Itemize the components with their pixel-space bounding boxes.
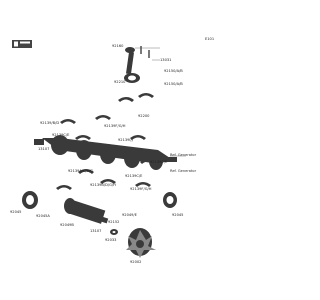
label-92200: 92200	[138, 114, 150, 118]
kawasaki-logo-icon	[12, 40, 32, 48]
bearing-part	[118, 93, 154, 102]
crankshaft-part	[34, 135, 177, 170]
label-92139bd: 92139/B/D	[40, 121, 59, 125]
label-92049e: 92049/E	[122, 213, 138, 217]
washer-part	[110, 229, 118, 235]
label-92033: 92033	[105, 238, 116, 242]
label-92139fgh-b: 92139F/G/H	[130, 187, 152, 191]
page-code: E101	[205, 37, 214, 41]
label-13031: 13031	[160, 58, 171, 62]
label-92150ab-mid: 92150/A/B	[164, 82, 183, 86]
label-92139aceg: 92139A/C/E/G	[68, 169, 93, 173]
bolt-part	[140, 46, 150, 58]
ref-generator-2: Ref. Generator	[170, 169, 197, 173]
label-92045-right: 92045	[172, 213, 183, 217]
gear-shaft-part	[64, 198, 109, 224]
parts-diagram-page: E101 92160 13031 92150/A/B 92210 92150/A…	[10, 37, 215, 264]
label-92139ce-a: 92139C/E	[52, 133, 70, 137]
label-92139fgh: 92139F/G/H	[104, 124, 126, 128]
connecting-rod-part	[124, 47, 140, 83]
ref-generator-1: Ref. Generator	[170, 153, 197, 157]
impeller-part	[126, 228, 156, 258]
label-92150ab-top: 92150/A/B	[164, 69, 183, 73]
label-92210: 92210	[114, 80, 126, 84]
label-92152: 92152	[108, 220, 119, 224]
label-92049b: 92049B	[60, 223, 74, 227]
label-92139ce-b: 92139C/E	[150, 160, 168, 164]
label-92139ij: 92139I/J	[118, 138, 133, 142]
label-13107b: 13107	[90, 229, 101, 233]
label-13107: 13107	[38, 147, 49, 151]
parts-diagram: E101 92160 13031 92150/A/B 92210 92150/A…	[10, 37, 214, 264]
ball-bearing-right-part	[163, 192, 177, 208]
ball-bearing-left-part	[22, 191, 38, 209]
label-92045a: 92045A	[36, 214, 50, 218]
label-92002: 92002	[130, 260, 141, 264]
label-92139ce-c: 92139C/E	[125, 174, 143, 178]
label-92160: 92160	[112, 44, 124, 48]
label-92139bdgh: 92139B/D/G/H	[90, 183, 116, 187]
label-92045-left: 92045	[10, 210, 21, 214]
